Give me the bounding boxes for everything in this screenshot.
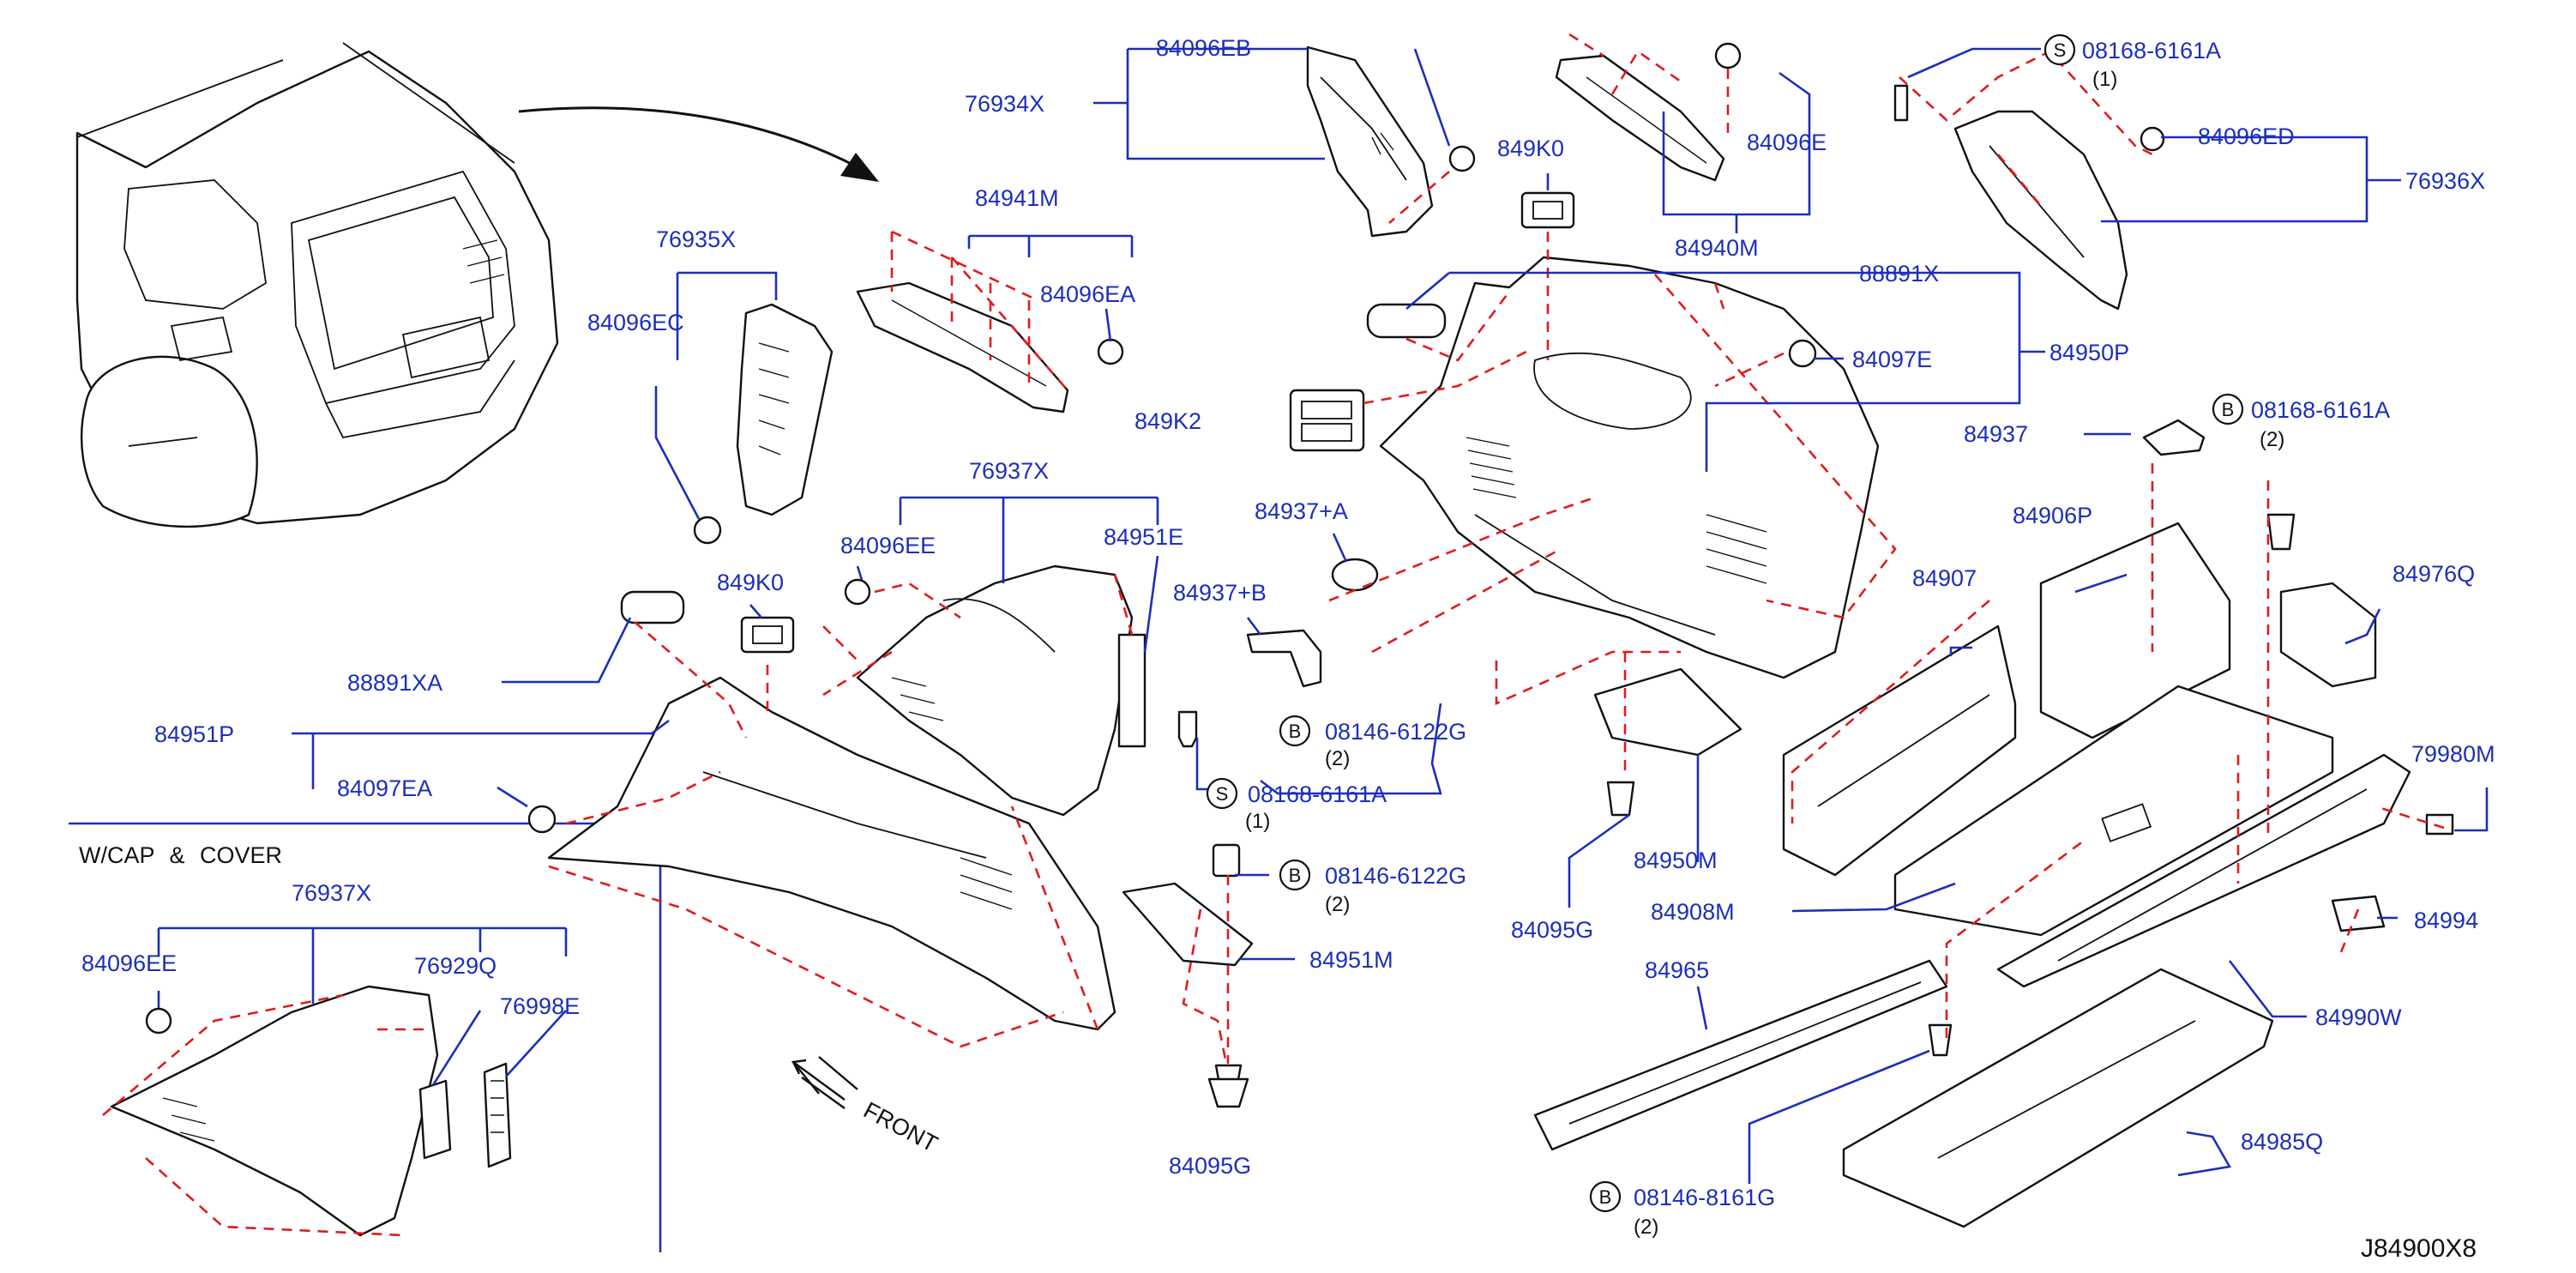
label-88891XA: 88891XA [347,670,442,696]
callout-circle-s-mid [1206,777,1238,810]
callout-letter-s-mid: S [1216,783,1229,805]
part-labels: 84096EB 76934X 84941M 84096EA 76935X 840… [81,35,2495,1239]
quantity-right: (2) [2260,428,2284,451]
front-indicator: FRONT [791,1056,942,1157]
label-inset-84096EE: 84096EE [81,950,177,976]
label-84907: 84907 [1912,565,1977,591]
label-84950P: 84950P [2049,340,2129,365]
label-84937: 84937 [1964,421,2028,447]
callout-circle-b-bottom [1589,1180,1622,1213]
label-84937A: 84937+A [1255,498,1348,524]
label-inset-76929Q: 76929Q [414,953,497,979]
label-84990W: 84990W [2315,1005,2402,1030]
label-84096EC: 84096EC [587,310,684,335]
direction-arrowhead [840,153,879,182]
label-84095G-mid: 84095G [1511,917,1593,943]
quantity-mid: (1) [1245,810,1270,833]
label-76935X: 76935X [656,226,736,252]
label-76936X: 76936X [2405,168,2485,194]
label-849K0-top: 849K0 [1497,136,1564,161]
label-76937X: 76937X [969,458,1049,484]
quantity-b: (2) [1325,893,1350,916]
label-08168-6161A-mid: 08168-6161A [1248,781,1387,807]
inset-title: W/CAP & COVER [79,842,282,868]
vehicle-rear-sketch [75,42,559,528]
callout-letter-b-b: B [1289,865,1302,886]
label-08146-6122G-a: 08146-6122G [1325,719,1466,745]
label-84951P: 84951P [154,721,234,747]
callout-circle-b-a [1279,715,1311,747]
label-84950M: 84950M [1634,848,1718,873]
diagram-code: J84900X8 [2361,1234,2477,1263]
label-84976Q: 84976Q [2392,561,2475,587]
leader-lines [157,47,2489,1184]
label-84994: 84994 [2414,908,2478,933]
callout-letter-s-top: S [2054,39,2067,61]
label-inset-76937X: 76937X [292,880,371,906]
label-08168-6161A-top: 08168-6161A [2082,38,2221,63]
label-84096EE: 84096EE [840,533,936,558]
label-88891X: 88891X [1859,261,1939,287]
label-84951E: 84951E [1104,524,1183,550]
label-84097E: 84097E [1852,347,1932,372]
quantity-a: (2) [1325,747,1350,770]
label-84908M: 84908M [1651,899,1735,925]
assembly-lines [102,33,2445,1237]
front-label: FRONT [859,1097,942,1157]
label-84096EA: 84096EA [1040,281,1135,307]
label-76934X: 76934X [965,91,1044,117]
label-84965: 84965 [1645,957,1709,983]
callout-letter-b-bottom: B [1599,1186,1612,1208]
label-79980M: 79980M [2411,741,2495,767]
label-849K2: 849K2 [1135,408,1201,434]
label-08168-6161A-right: 08168-6161A [2251,397,2390,423]
label-84096ED: 84096ED [2198,124,2295,149]
callout-circle-b-right [2212,393,2244,425]
callout-circle-s-top [2043,33,2076,66]
label-84941M: 84941M [975,185,1059,211]
callout-letter-b-a: B [1289,721,1302,742]
callout-letter-b-right: B [2222,399,2235,420]
quantity-top: (1) [2092,68,2117,91]
label-84985Q: 84985Q [2241,1129,2323,1155]
label-84937B: 84937+B [1173,580,1267,606]
callout-circles: S B S B B B [1206,33,2244,1213]
label-84096EB: 84096EB [1156,35,1251,61]
callout-circle-b-b [1279,859,1311,891]
direction-arrow [518,106,867,173]
label-84940M: 84940M [1675,235,1759,261]
label-84097EA: 84097EA [337,775,432,801]
label-inset-76998E: 76998E [500,993,580,1019]
quantity-bottom: (2) [1634,1216,1658,1239]
label-84096E: 84096E [1747,130,1827,155]
label-84951M: 84951M [1309,947,1393,973]
label-08146-8161G: 08146-8161G [1634,1185,1775,1210]
label-849K0-mid: 849K0 [717,570,784,595]
label-08146-6122G-b: 08146-6122G [1325,863,1466,889]
parts-shapes [110,42,2454,1237]
label-84095G-left: 84095G [1169,1153,1251,1179]
label-84906P: 84906P [2013,503,2092,528]
